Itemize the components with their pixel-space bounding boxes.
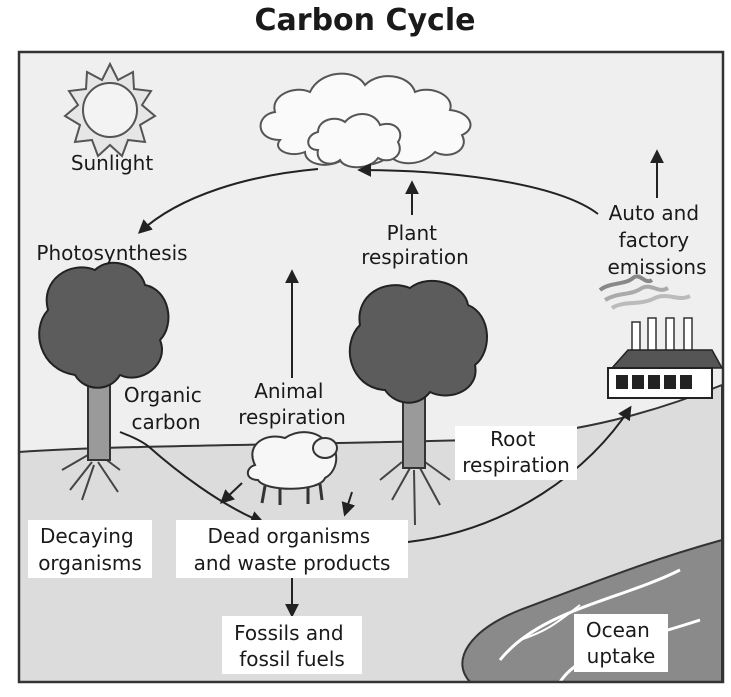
frame-border — [17, 50, 725, 684]
ocean-wave-1 — [498, 568, 681, 661]
label-animal-respiration-line1: Animal — [254, 379, 323, 403]
label-plant-respiration-line2: respiration — [361, 245, 469, 269]
arrow-emissions-to-cloud — [357, 163, 599, 215]
arrow-organic-carbon — [119, 431, 265, 525]
label-auto-factory-line1: Auto and — [609, 201, 699, 225]
label-box-ocean — [574, 614, 668, 672]
left-tree-icon — [38, 261, 170, 501]
arrow-tree2-to-dead — [341, 491, 356, 517]
arrow-sheep-to-dead — [219, 482, 243, 504]
label-root-respiration: Root respiration — [462, 427, 570, 477]
label-plant-respiration: Plant respiration — [361, 221, 469, 269]
label-decaying: Decaying organisms — [38, 524, 142, 575]
diagram-title: Carbon Cycle — [255, 3, 476, 38]
label-box-decaying — [28, 520, 152, 578]
label-sunlight: Sunlight — [71, 151, 154, 175]
ocean-wave-3 — [519, 604, 581, 641]
label-animal-respiration: Animal respiration — [238, 379, 346, 429]
sheep-icon — [246, 431, 338, 505]
arrow-dead-to-factory — [407, 405, 632, 543]
label-box-dead — [176, 520, 408, 578]
label-organic-carbon-line1: Organic — [124, 383, 202, 407]
label-organic-carbon: Organic carbon — [124, 383, 208, 434]
arrow-to-photosynthesis — [137, 168, 319, 234]
label-dead-organisms-line2: and waste products — [194, 551, 391, 575]
label-root-respiration-line2: respiration — [462, 453, 570, 477]
right-tree-icon — [348, 279, 488, 526]
label-organic-carbon-line2: carbon — [131, 410, 200, 434]
label-ocean-line1: Ocean — [586, 618, 650, 642]
label-plant-respiration-line1: Plant — [387, 221, 438, 245]
label-fossils: Fossils and fossil fuels — [234, 621, 350, 671]
label-photosynthesis: Photosynthesis — [36, 241, 187, 265]
label-animal-respiration-line2: respiration — [238, 405, 346, 429]
label-ocean-uptake: Ocean uptake — [586, 618, 656, 668]
cloud-icon — [259, 72, 472, 169]
label-dead-organisms-line1: Dead organisms — [208, 524, 371, 548]
label-fossils-line2: fossil fuels — [239, 647, 345, 671]
label-dead-organisms: Dead organisms and waste products — [194, 524, 391, 575]
factory-icon — [598, 274, 724, 399]
label-root-respiration-line1: Root — [490, 427, 535, 451]
label-auto-factory-line3: emissions — [607, 255, 706, 279]
label-box-fossils — [222, 616, 362, 674]
label-decaying-line2: organisms — [38, 551, 142, 575]
label-fossils-line1: Fossils and — [234, 621, 343, 645]
label-box-root — [455, 426, 577, 480]
sun-icon — [63, 61, 157, 158]
label-decaying-line1: Decaying — [40, 524, 134, 548]
label-ocean-line2: uptake — [587, 644, 656, 668]
label-auto-factory-line2: factory — [619, 228, 690, 252]
label-auto-factory: Auto and factory emissions — [607, 201, 706, 279]
